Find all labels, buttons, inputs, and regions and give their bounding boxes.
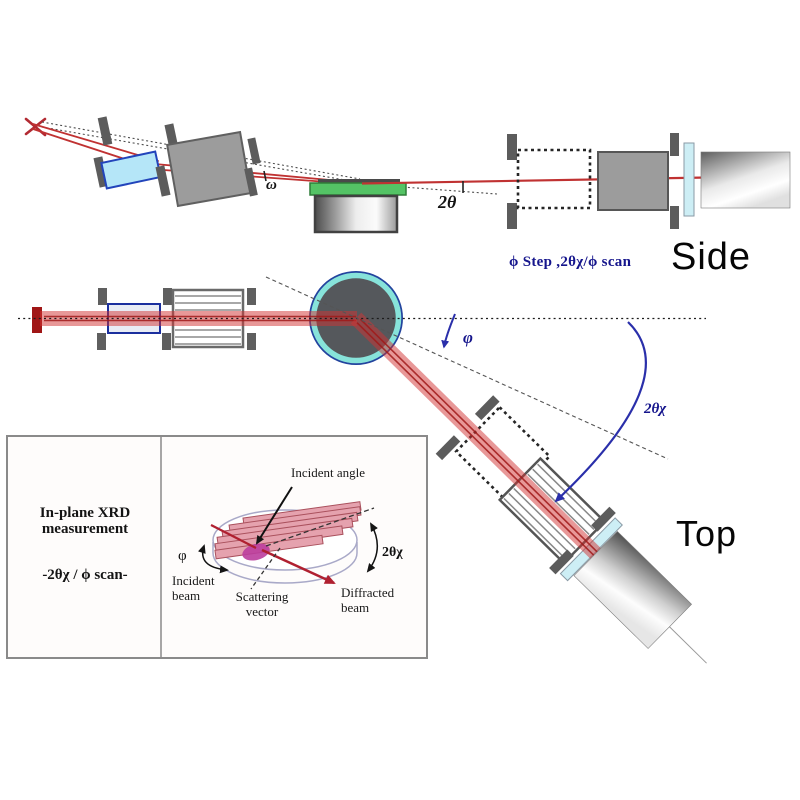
analyzer-box — [597, 151, 669, 211]
inset-title-line2: measurement — [41, 521, 129, 537]
side-receiving-slit-1 — [507, 134, 517, 229]
top-view-label: Top — [676, 513, 738, 554]
phi-angle-label: φ — [463, 328, 473, 347]
inset-incident-beam-label: Incident beam — [172, 573, 215, 603]
mirror-optic — [100, 150, 162, 190]
top-detector — [573, 530, 692, 649]
two-theta-label: 2θ — [438, 192, 457, 212]
top-slit-1 — [97, 288, 107, 350]
inset-phi-label: φ — [178, 548, 187, 564]
side-detector-window-cyan — [683, 142, 695, 217]
side-view — [24, 116, 791, 234]
inset-diffracted-beam-line2: beam — [341, 600, 370, 615]
inset-title-line1: In-plane XRD — [39, 505, 131, 521]
top-incident-beam-core — [44, 315, 356, 322]
inset-diffracted-beam-line1: Diffracted — [341, 585, 395, 600]
top-diffracted-beam-core — [356, 318, 604, 562]
inset-scattering-vector-dashed — [250, 547, 281, 590]
inset-scattering-vector-line1: Scattering — [235, 589, 289, 604]
side-slit-3 — [244, 137, 261, 197]
top-view — [18, 271, 707, 664]
inset-incident-angle-arrow — [255, 486, 293, 545]
inset-scattering-vector-label: Scattering vector — [226, 589, 298, 619]
inset-sample-puck — [212, 501, 362, 584]
diffracted-arm — [350, 312, 707, 664]
inset-two-theta-chi-label: 2θχ — [382, 545, 403, 560]
arm-slit-2 — [549, 506, 616, 575]
arm-slit-1 — [435, 395, 500, 461]
two-theta-chi-label: 2θχ — [644, 401, 667, 417]
side-receiving-slit-2 — [670, 133, 679, 229]
top-incident-beam-band — [40, 311, 357, 326]
inset-panel — [6, 435, 428, 659]
monochromator-box — [166, 130, 252, 208]
side-view-label: Side — [671, 236, 752, 278]
sample-holder-green — [309, 182, 407, 196]
inset-two-theta-chi-arc — [366, 522, 378, 573]
side-detector — [700, 151, 791, 209]
inset-crystal-slabs — [214, 501, 362, 560]
top-slit-3 — [247, 288, 256, 350]
top-slit-2 — [162, 288, 172, 350]
inset-incident-beam-line2: beam — [172, 588, 201, 603]
arm-receiving-slit-box-dotted — [454, 405, 552, 503]
omega-label: ω — [266, 177, 277, 193]
phi-angle-arrow — [441, 313, 456, 349]
inset-subtitle: -2θχ / ϕ scan- — [42, 567, 128, 583]
sample-stage-block — [313, 194, 399, 234]
inset-scattering-vector-line2: vector — [245, 604, 279, 619]
sample-strip — [318, 179, 400, 184]
scan-mode-label: ϕ Step ,2θχ/ϕ scan — [509, 254, 632, 270]
inset-beam-spot — [242, 543, 270, 561]
top-phi-reference-line — [265, 276, 669, 460]
top-diffracted-beam-band — [350, 312, 608, 566]
top-source-stub — [32, 307, 42, 333]
inset-phi-rotation-arrow — [197, 544, 229, 574]
inset-incident-beam-line — [210, 523, 257, 550]
two-theta-chi-arc-arrow — [554, 321, 647, 503]
inset-diffracted-beam-label: Diffracted beam — [341, 585, 394, 615]
omega-tick — [263, 170, 267, 182]
inset-title: In-plane XRD measurement — [10, 505, 160, 537]
inset-incident-beam-line1: Incident — [172, 573, 215, 588]
inset-dashed-exit-line — [265, 507, 375, 547]
inset-incident-angle-label: Incident angle — [291, 465, 365, 480]
